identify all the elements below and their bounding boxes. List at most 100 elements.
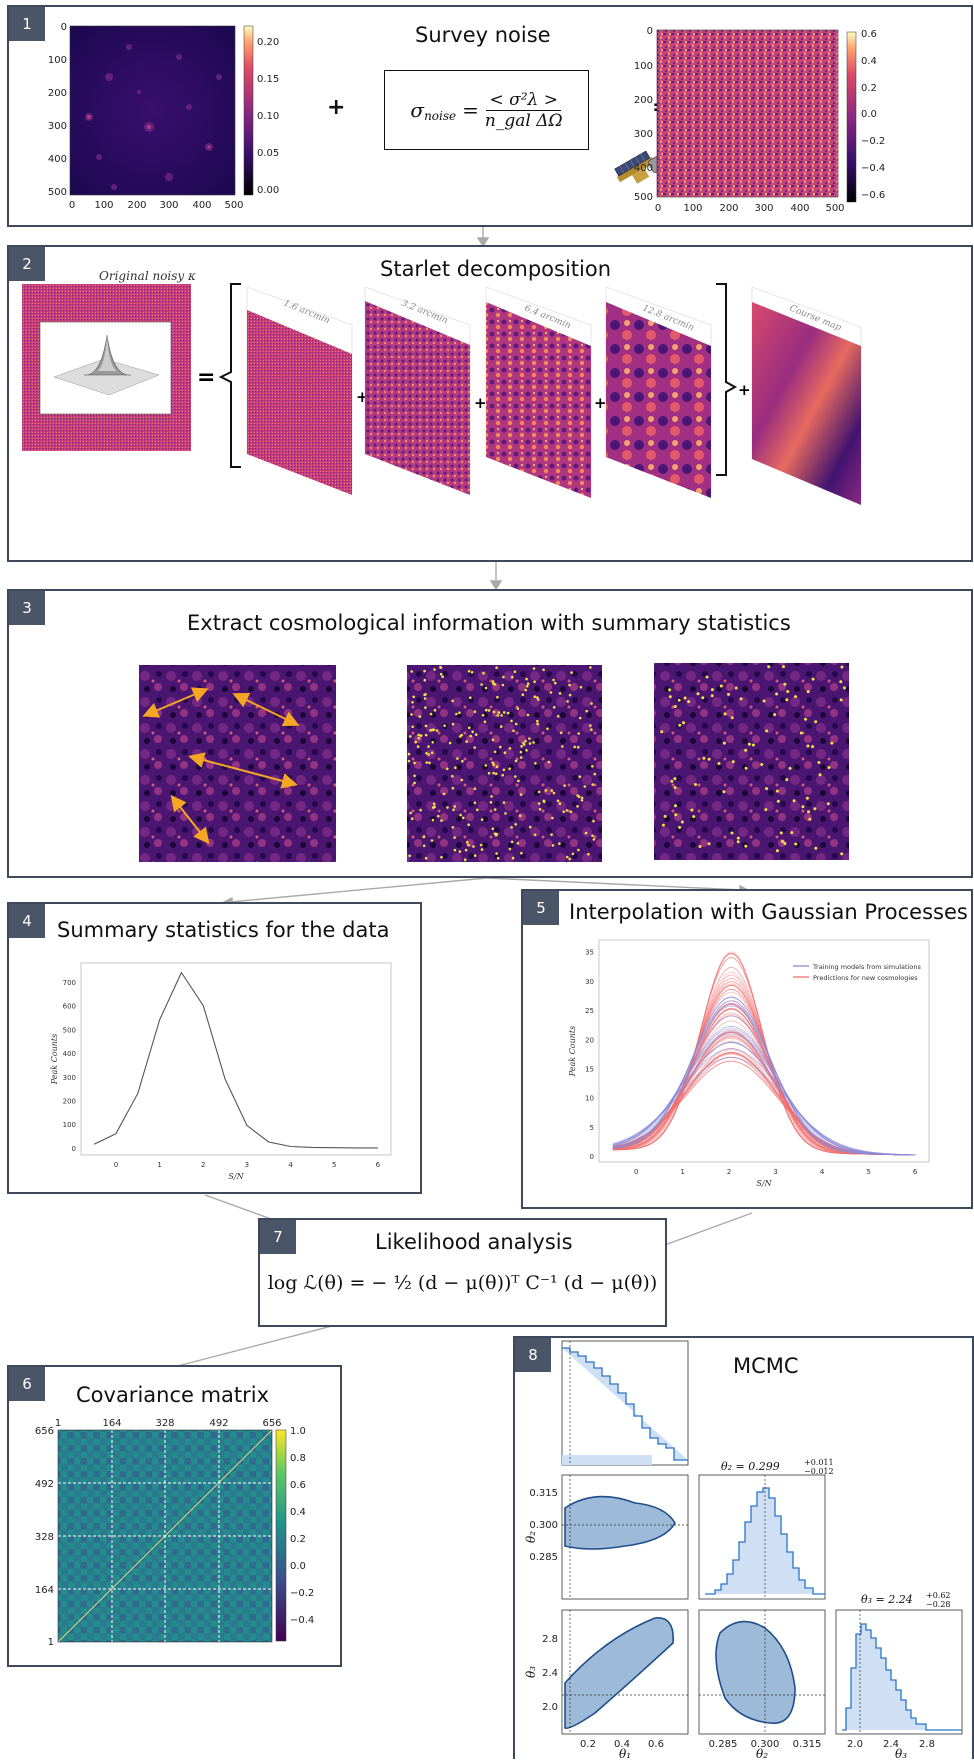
- minimum-marker: [842, 686, 846, 690]
- peak-marker: [467, 843, 470, 847]
- xtick: 100: [683, 203, 702, 214]
- formula-sub: noise: [424, 109, 457, 123]
- minimum-marker: [705, 675, 709, 679]
- minimum-marker: [674, 813, 678, 817]
- original-label: Original noisy κ: [99, 269, 196, 283]
- peak-marker: [546, 727, 549, 730]
- cov-xticks: 1 164 328 492 656: [55, 1418, 282, 1429]
- peak-marker: [532, 667, 536, 670]
- step-number: 1: [9, 7, 45, 41]
- peak-marker: [568, 857, 571, 861]
- ytick: 0.315: [529, 1488, 558, 1499]
- scale-tile-2: 3.2 arcmin: [364, 286, 471, 495]
- minimum-marker: [811, 677, 815, 681]
- minimum-marker: [775, 789, 779, 793]
- peak-marker: [534, 762, 537, 765]
- minimum-marker: [710, 694, 714, 698]
- cbtick: −0.4: [861, 163, 885, 174]
- peak-marker: [493, 832, 497, 835]
- peak-marker: [424, 856, 428, 860]
- gp-curve: [612, 1056, 916, 1156]
- legend-entry: Predictions for new cosmologies: [813, 974, 918, 982]
- ytick-label: 30: [585, 978, 594, 986]
- ytick: 100: [48, 55, 67, 66]
- peak-marker: [437, 814, 440, 818]
- minimum-marker: [807, 810, 810, 814]
- peak-marker: [432, 802, 436, 806]
- peak-marker: [580, 796, 584, 800]
- starlet-figure: Original noisy κ = 1.6 arcmin + 3.2 arcm…: [22, 269, 862, 505]
- xtick: 656: [262, 1418, 281, 1429]
- minimum-marker: [674, 804, 677, 808]
- peak-marker: [583, 785, 587, 788]
- cbtick: 1.0: [290, 1426, 306, 1437]
- peak-marker: [510, 826, 513, 829]
- minimum-marker: [765, 729, 769, 733]
- peak-marker: [453, 836, 456, 839]
- peak-marker: [493, 808, 497, 811]
- scale-tile-1: 1.6 arcmin: [246, 286, 353, 495]
- peak-marker: [466, 840, 469, 844]
- noise-formula-box: σ noise = < σ²λ > n_gal ΔΩ: [384, 70, 589, 150]
- theta1-theta2-contour: [564, 1495, 676, 1550]
- peak-marker: [417, 736, 421, 740]
- minimum-marker: [722, 790, 726, 794]
- two-point-map: [139, 665, 336, 862]
- peak-marker: [443, 724, 446, 727]
- peak-surface-icon: [53, 334, 160, 396]
- noise-map-right: 0 100 200 300 400 500 0 100 200 300 400 …: [634, 26, 885, 214]
- minimum-marker: [814, 720, 818, 724]
- cbtick: −0.4: [290, 1615, 314, 1626]
- gp-curve: [612, 988, 916, 1156]
- ytick: 164: [35, 1585, 54, 1596]
- xtick-label: 2: [727, 1168, 731, 1176]
- peak-marker: [524, 739, 527, 743]
- ytick-label: 0: [72, 1145, 76, 1153]
- minimum-marker: [813, 807, 817, 811]
- peak-marker: [550, 833, 553, 836]
- scale-tile-5: Course map: [751, 286, 862, 505]
- xtick: 2.0: [847, 1739, 863, 1750]
- minimum-marker: [678, 825, 682, 829]
- ytick: 2.0: [542, 1702, 558, 1713]
- formula-numerator: < σ²λ >: [486, 90, 561, 111]
- gp-curve: [612, 1056, 916, 1156]
- peak-marker: [587, 852, 590, 856]
- cbtick: 0.00: [257, 185, 279, 196]
- ytick: 2.8: [542, 1634, 558, 1645]
- plus-sign: +: [738, 381, 751, 399]
- xlabel-theta1: θ₁: [619, 1747, 631, 1761]
- peak-marker: [558, 842, 561, 845]
- peak-marker: [407, 752, 411, 756]
- panel-title: Interpolation with Gaussian Processes: [569, 900, 968, 924]
- peak-marker: [566, 700, 569, 703]
- xtick: 164: [102, 1418, 121, 1429]
- peak-marker: [440, 855, 443, 859]
- xtick-label: 3: [773, 1168, 777, 1176]
- right-bracket: [716, 283, 738, 476]
- cbtick: 0.6: [861, 29, 877, 40]
- minimum-marker: [776, 799, 780, 803]
- peak-marker: [508, 747, 512, 750]
- ytick-label: 20: [585, 1036, 594, 1044]
- peak-marker: [504, 812, 507, 815]
- minimum-marker: [806, 744, 810, 748]
- peak-marker: [409, 811, 412, 815]
- peak-marker: [551, 844, 555, 847]
- minimum-marker: [840, 852, 844, 856]
- peak-marker: [407, 759, 411, 763]
- minimum-marker: [775, 849, 779, 853]
- cbtick: 0.4: [861, 56, 877, 67]
- peak-marker: [423, 693, 426, 697]
- peak-marker: [524, 688, 527, 692]
- peak-marker: [520, 851, 523, 855]
- peak-marker: [433, 805, 436, 808]
- peak-marker: [451, 774, 454, 778]
- peak-marker: [529, 825, 532, 829]
- gp-curve: [612, 1005, 916, 1156]
- peak-marker: [440, 819, 443, 822]
- minimum-marker: [673, 777, 677, 781]
- peak-marker: [462, 816, 465, 820]
- ytick: 300: [48, 121, 67, 132]
- peak-marker: [480, 683, 483, 686]
